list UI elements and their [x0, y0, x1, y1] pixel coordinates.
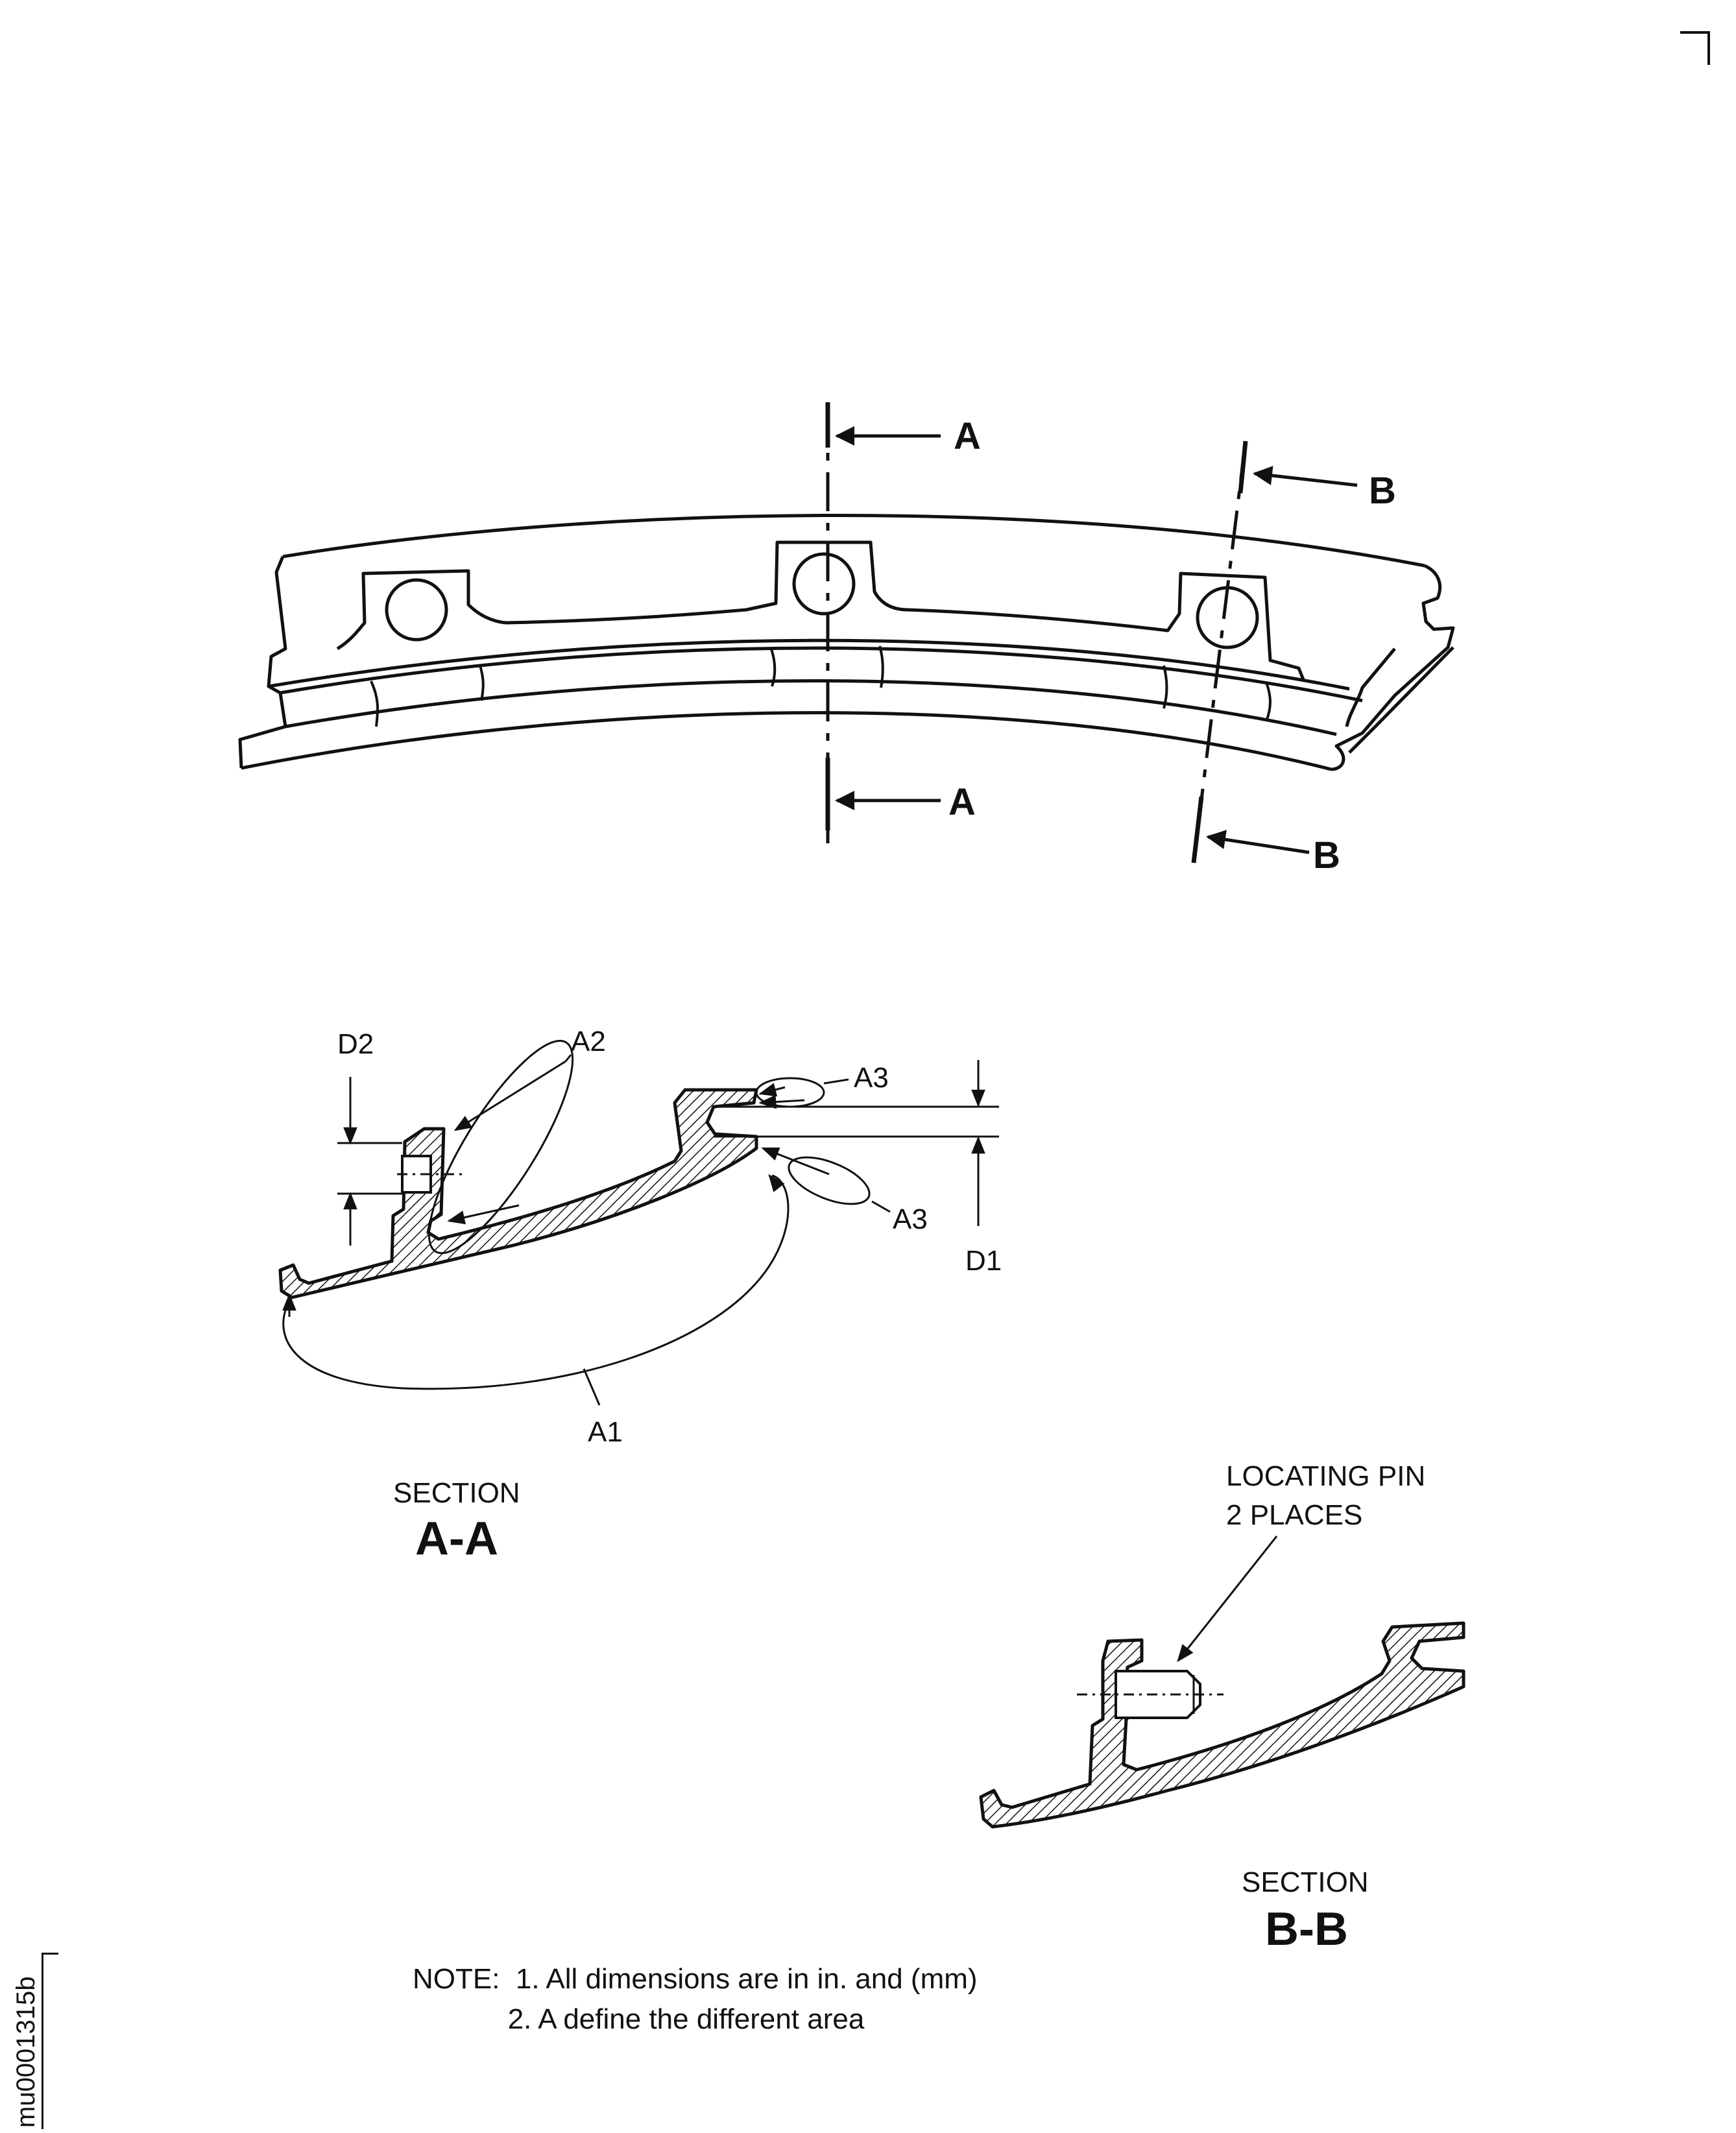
- cut-label-b-top: B: [1369, 470, 1396, 512]
- note-line-2: 2. A define the different area: [413, 2003, 865, 2035]
- section-aa-profile: [278, 1088, 758, 1299]
- ring-left-end: [238, 556, 287, 769]
- bolt-hole-center: [792, 552, 856, 616]
- figure-id-bracket-tick: [42, 1953, 58, 1955]
- label-locating-pin-1: LOCATING PIN: [1226, 1460, 1425, 1492]
- cutting-plane-a: [825, 402, 941, 843]
- callout-a3-upper: [755, 1077, 849, 1109]
- rail-segment-ticks: [370, 645, 1272, 727]
- bolt-hole-left: [385, 578, 448, 642]
- cutting-plane-b: [1191, 440, 1358, 863]
- cut-label-a-top: A: [954, 415, 981, 457]
- section-bb-caption: SECTION: [1242, 1866, 1369, 1898]
- figure-id-bracket: [42, 1953, 43, 2129]
- notes-block: NOTE: 1. All dimensions are in in. and (…: [413, 1959, 978, 2040]
- ring-bottom-edge: [241, 711, 1332, 771]
- label-locating-pin-2: 2 PLACES: [1226, 1499, 1362, 1531]
- dimension-d2: [337, 1077, 402, 1246]
- ring-rail-3: [268, 638, 1350, 691]
- cut-label-a-bottom: A: [948, 781, 976, 823]
- ring-segment-view: [238, 513, 1455, 771]
- ring-top-edge: [282, 513, 1425, 568]
- section-bb-title: B-B: [1265, 1903, 1348, 1955]
- corner-mark-horizontal: [1680, 31, 1710, 34]
- locating-pin: [1115, 1670, 1201, 1719]
- dimension-d1: [714, 1060, 999, 1226]
- label-d2: D2: [337, 1028, 374, 1060]
- figure-id: mu0001315b: [12, 1976, 40, 2128]
- label-a2: A2: [571, 1026, 606, 1057]
- label-a3-upper: A3: [854, 1062, 889, 1094]
- corner-mark-vertical: [1707, 31, 1710, 65]
- label-a1: A1: [588, 1416, 623, 1448]
- note-line-1: NOTE: 1. All dimensions are in in. and (…: [413, 1963, 978, 1995]
- callout-a3-lower: [761, 1147, 891, 1213]
- ring-right-lip-2: [1345, 647, 1396, 727]
- callout-locating-pin: [1177, 1536, 1278, 1663]
- ring-rail-2: [280, 646, 1363, 703]
- section-bb-profile: [979, 1621, 1465, 1829]
- ring-right-end: [1331, 564, 1455, 771]
- ring-flange: [336, 540, 1306, 682]
- ring-right-lip: [1348, 646, 1454, 754]
- label-a3-lower: A3: [893, 1203, 928, 1235]
- cut-label-b-bottom: B: [1313, 834, 1340, 876]
- ring-rail-1: [285, 679, 1337, 736]
- callout-a1: [282, 1174, 790, 1406]
- section-aa-title: A-A: [415, 1513, 498, 1565]
- callout-a2: [428, 1039, 574, 1255]
- label-d1: D1: [965, 1245, 1002, 1277]
- section-aa-caption: SECTION: [393, 1477, 520, 1509]
